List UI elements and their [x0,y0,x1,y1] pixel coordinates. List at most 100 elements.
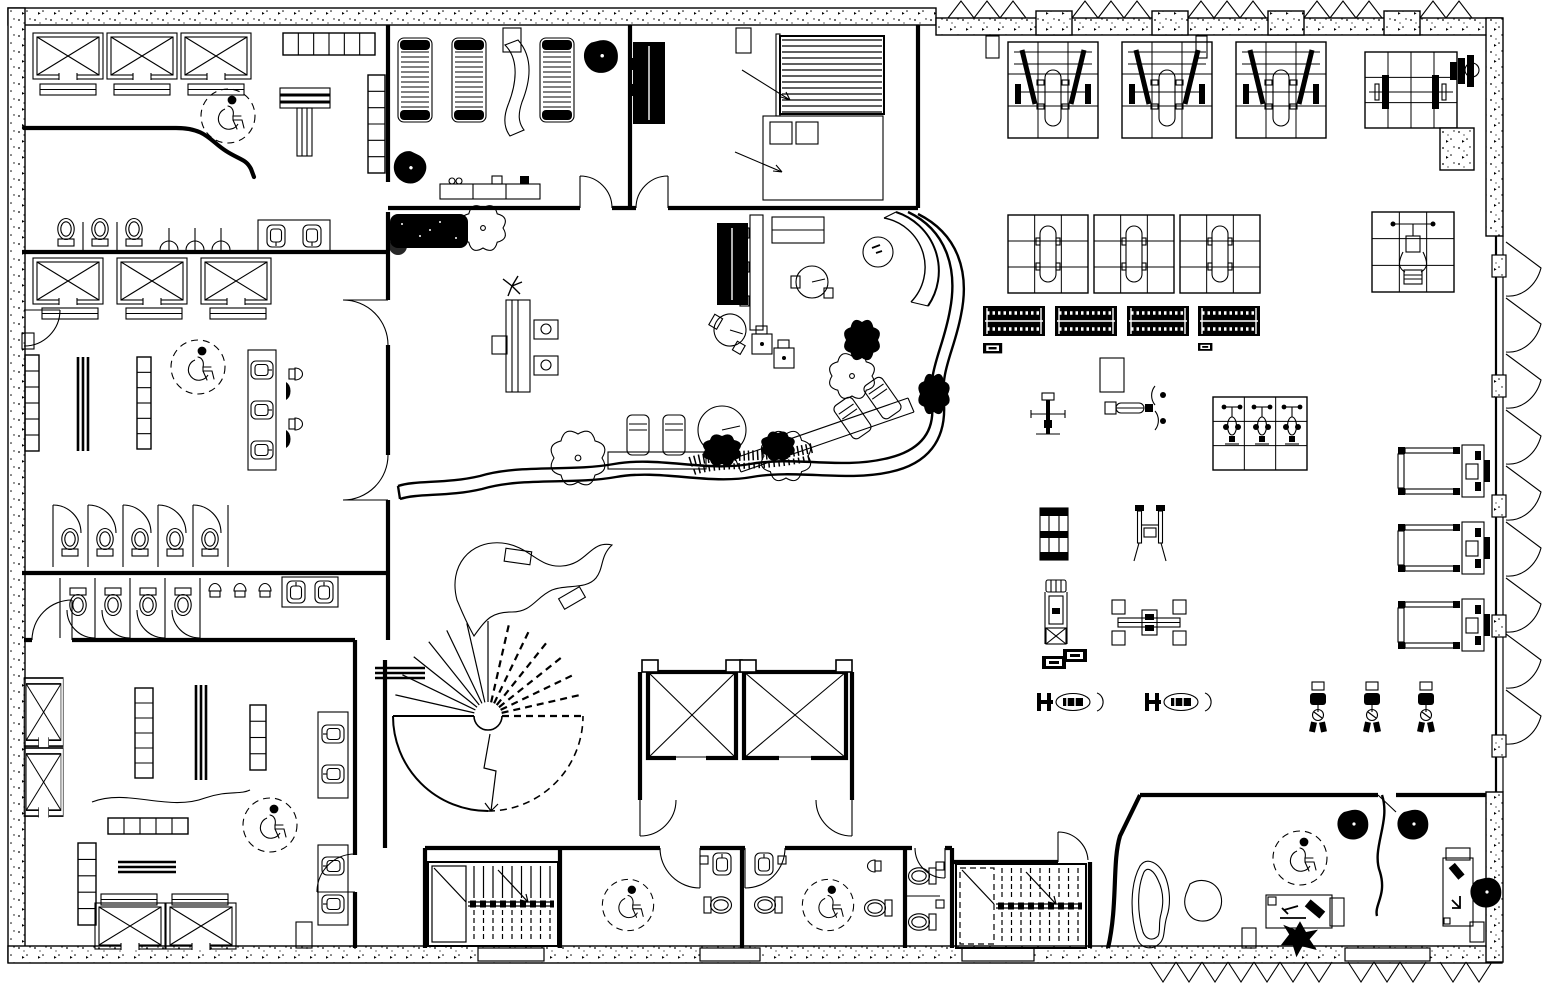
vanity-sinks [257,219,331,253]
tanning-room [387,27,618,200]
reception-desk [491,275,559,393]
bench [76,357,90,451]
bottom-core [427,852,1087,949]
wall-fixture [1195,35,1208,59]
accessible-restroom-left [601,852,733,932]
bench [118,860,176,874]
chaise-sofa [1131,860,1170,949]
roof-peak [1439,961,1493,984]
locker-strip [107,817,189,835]
rubber-floor-mats [1007,41,1458,471]
weight-plate [1063,649,1087,662]
curtain-leaf [1505,521,1542,577]
mullion-block [1491,494,1507,518]
toilet-stalls-lower [59,576,339,639]
locker-strip [134,687,154,779]
stair-tread [466,623,486,703]
wall-fixture [1241,927,1257,949]
changing-bench [279,87,331,157]
dumbbell-rack [1125,304,1191,338]
stair-tread [428,641,480,706]
curtain-leaf [1505,633,1542,689]
gym-machines [1030,127,1491,734]
wall-fixture [21,332,35,350]
mid-locker-room [21,257,339,639]
stair-tread [446,630,483,704]
massage-bed-black-lobby [717,223,748,305]
floor-mat [1179,214,1261,294]
mullion-block [1267,10,1305,36]
toilet-stalls-upper [52,504,229,567]
stair-tread [501,693,581,714]
curtain-leaf [1505,409,1542,465]
mullion-block [1491,614,1507,638]
roof-peak [1187,0,1267,19]
stair-tread [413,656,478,708]
curved-tanning-bed [504,39,530,137]
roof-peak [1303,0,1383,19]
mullion-block [1151,10,1189,36]
floor-mat [1235,41,1327,139]
stair-break-line [483,733,499,812]
wall-fixture [1469,921,1485,943]
tanning-bed-slats [455,51,483,108]
stair-tread [495,641,549,706]
locker-strip [367,74,386,174]
urinals [286,367,304,448]
switchback-stair-left [427,861,559,947]
spa-bed-slats [782,39,882,113]
guest-chair [1397,809,1429,840]
mullion-block [1491,254,1507,278]
curtain-leaf [1505,689,1542,745]
tanning-bed-slats [401,51,429,108]
stair-tread [493,629,531,704]
wall-fixture [1099,357,1125,393]
guest-chair [1337,809,1369,840]
curtain-leaf [1505,353,1542,409]
lower-locker-room [23,677,349,951]
wavy-bench [91,789,251,804]
lobby [389,206,940,455]
mullion-block [1491,734,1507,758]
lower-lobby [392,542,614,812]
locker-strip [136,356,152,450]
gym-free-weights [981,35,1480,471]
locker-strip [77,842,97,926]
stair-tread [498,655,563,709]
cabinet [735,27,752,54]
upper-locker-room [32,32,331,253]
spiral-stair [392,621,584,812]
floor-mat [1007,41,1099,139]
roof-peak [947,0,1027,19]
vanity-sinks [247,349,277,471]
stair-newel [473,715,503,731]
weight-plate [983,343,1003,354]
weight-plate-tree [1450,55,1480,87]
floor-mat [1212,396,1308,471]
curtain-leaf [1505,297,1542,353]
mens-wc-small [905,861,945,931]
locker-strip [249,704,267,771]
floor-mat [1093,214,1175,294]
floor-mat [1007,214,1089,294]
floor-mat [1121,41,1213,139]
floor-mat [1364,51,1458,129]
curtain-wall-decoration [24,0,1542,984]
stair-tread [395,694,475,714]
dumbbell-rack [981,304,1047,338]
mullion-block [1383,10,1421,36]
mullion-block [1491,374,1507,398]
stair-tread [402,674,476,711]
massage-bed-black [629,42,665,124]
groundcover-hatch [688,443,814,475]
curtain-leaf [1505,577,1542,633]
stair-edge-up [487,715,584,812]
exterior-walls [7,7,1504,964]
desk-chair [1470,877,1502,908]
mullion-block [1035,10,1073,36]
curved-sofa [454,542,614,638]
curtain-leaf [1505,241,1542,297]
office [1131,809,1502,958]
smith-machine [1039,507,1069,561]
roof-peak [1071,0,1151,19]
